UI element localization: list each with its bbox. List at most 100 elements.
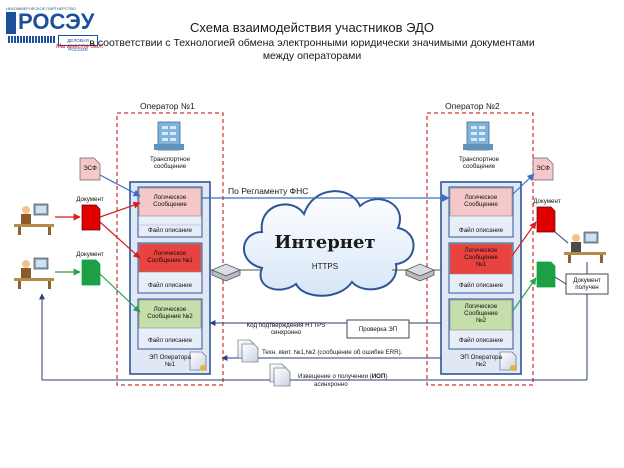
confirm-code-line: синхронно [270, 329, 302, 336]
document-red-icon [81, 204, 101, 231]
document-received-line: получен [575, 284, 599, 291]
rosseu-logo: НЕКОММЕРЧЕСКОЕ ПАРТНЕРСТВО РОСЭУ ДЕЛОВАЯ… [6, 6, 103, 60]
user-workstation-icon [14, 203, 54, 235]
op1-logical1-box[interactable] [138, 187, 202, 217]
logo-top-text: НЕКОММЕРЧЕСКОЕ ПАРТНЕРСТВО [6, 6, 76, 11]
op1-ep-line: №1 [164, 361, 176, 368]
server-icon [463, 121, 493, 151]
server-icon [154, 121, 184, 151]
certificate-icon [189, 351, 207, 371]
arrow-logical3-to-doc [511, 277, 537, 313]
user-workstation-icon [564, 231, 606, 263]
arrow-doc1-to-logical [99, 201, 141, 218]
document-green-icon [81, 259, 101, 286]
op1-logical1-label: Логическое Сообщение [139, 194, 201, 208]
left-esf-label: ЭСФ [83, 165, 97, 172]
op2-file3-label: Файл описание [458, 337, 504, 344]
arrow-esf-to-logical [99, 174, 141, 197]
certificate-icon [499, 351, 517, 371]
op2-logical1-line: Логическое [464, 194, 498, 201]
op1-transport-line: сообщение [153, 163, 187, 170]
notice-bold: ИОП [371, 373, 386, 380]
op2-logical2-line: Логическое [464, 247, 498, 254]
op1-logical1-line: Сообщение [153, 201, 187, 208]
document-red-icon [536, 206, 556, 233]
op2-logical2-label: Логическое Сообщение №1 [450, 247, 512, 268]
operator1-label: Оператор №1 [140, 101, 195, 111]
confirm-code-label: Код подтверждения HTTPS синхронно [226, 322, 346, 336]
op2-logical3-line: Логическое [464, 303, 498, 310]
op1-logical2-line: Логическое [153, 250, 187, 257]
logo-text: РОСЭУ [18, 9, 95, 34]
title-line2: в соответствии с Технологией обмена элек… [89, 37, 535, 49]
https-label: HTTPS [311, 262, 339, 271]
op1-logical3-line: Сообщение №2 [147, 313, 193, 320]
op2-logical3-box[interactable] [449, 299, 513, 331]
tech-receipt-label: Техн. квит. №1,№2 (сообщение об ошибке E… [262, 349, 403, 356]
op1-logical2-box[interactable] [138, 243, 202, 273]
op2-logical1-box[interactable] [449, 187, 513, 217]
title-line1: Схема взаимодействия участников ЭДО [189, 20, 434, 35]
check-ep-label: Проверка ЭП [358, 326, 398, 333]
op2-logical1-line: Сообщение [464, 201, 498, 208]
op1-transport-label: Транспортное сообщение [140, 156, 200, 170]
op2-file2-label: Файл описание [458, 282, 504, 289]
esf-document-icon [79, 157, 101, 181]
notice-prefix: Извещение о получении ( [298, 373, 372, 380]
logo-stripes [8, 36, 56, 43]
op1-logical2-line: Сообщение №1 [147, 257, 193, 264]
op2-file1-label: Файл описание [458, 227, 504, 234]
left-doc2-label: Документ [76, 251, 104, 258]
left-doc1-label: Документ [76, 196, 104, 203]
op1-logical3-box[interactable] [138, 299, 202, 329]
check-ep-box[interactable] [346, 319, 410, 339]
op1-file1-label: Файл описание [147, 227, 193, 234]
op2-logical2-line: Сообщение [464, 254, 498, 261]
document-green-icon [536, 261, 556, 288]
operator2-label: Оператор №2 [445, 101, 500, 111]
router-icon [404, 263, 436, 282]
right-doc-label: Документ [533, 198, 561, 205]
user-workstation-icon [14, 257, 54, 289]
documents-stack-icon [269, 363, 291, 387]
notice-suffix: ) [385, 373, 388, 380]
operator2-frame [426, 112, 534, 386]
notice-async-label: асинхронно [314, 381, 348, 388]
document-received-label: Документ получен [566, 277, 608, 291]
op2-transport-label: Транспортное сообщение [449, 156, 509, 170]
internet-label: Интернет [274, 232, 376, 253]
op2-ep-line: ЭП Оператора [459, 354, 503, 361]
router-icon [210, 263, 242, 282]
op1-logical1-line: Логическое [153, 194, 187, 201]
notice-label: Извещение о получении (ИОП) [298, 373, 388, 380]
op2-logical2-box[interactable] [449, 243, 513, 275]
op2-ep-line: №2 [475, 361, 487, 368]
op1-ep-line: ЭП Оператора [148, 354, 192, 361]
logo-badge: ДЕЛОВАЯ РОССИЯ [58, 35, 98, 52]
op1-file2-label: Файл описание [147, 282, 193, 289]
op1-file3-label: Файл описание [147, 337, 193, 344]
op2-logical2-line: №1 [475, 261, 487, 268]
operator1-frame [116, 112, 224, 386]
reglament-label: По Регламенту ФНС [228, 186, 309, 196]
title-line3: между операторами [262, 50, 362, 62]
op2-logical3-label: Логическое Сообщение №2 [450, 303, 512, 324]
op1-logical3-line: Логическое [153, 306, 187, 313]
logo-slogan: Мы вместе был! [56, 44, 104, 50]
document-received-line: Документ [573, 277, 601, 284]
arrow-doc2-to-logical3 [99, 273, 141, 313]
documents-stack-icon [237, 339, 259, 363]
op2-logical1-label: Логическое Сообщение [450, 194, 512, 208]
arrow-logical2-to-doc [511, 221, 537, 257]
op1-logical2-label: Логическое Сообщение №1 [139, 250, 201, 264]
arrow-doc1-to-logical2 [99, 221, 141, 259]
logo-mark-icon [6, 12, 16, 34]
op2-logical3-line: Сообщение [464, 310, 498, 317]
arrow-logical-to-esf [511, 173, 535, 196]
op2-logical3-line: №2 [475, 317, 487, 324]
confirm-code-line: Код подтверждения HTTPS [246, 322, 326, 329]
op1-logical3-label: Логическое Сообщение №2 [139, 306, 201, 320]
op1-transport-line: Транспортное [149, 156, 191, 163]
op1-ep-label: ЭП Оператора №1 [134, 354, 206, 368]
